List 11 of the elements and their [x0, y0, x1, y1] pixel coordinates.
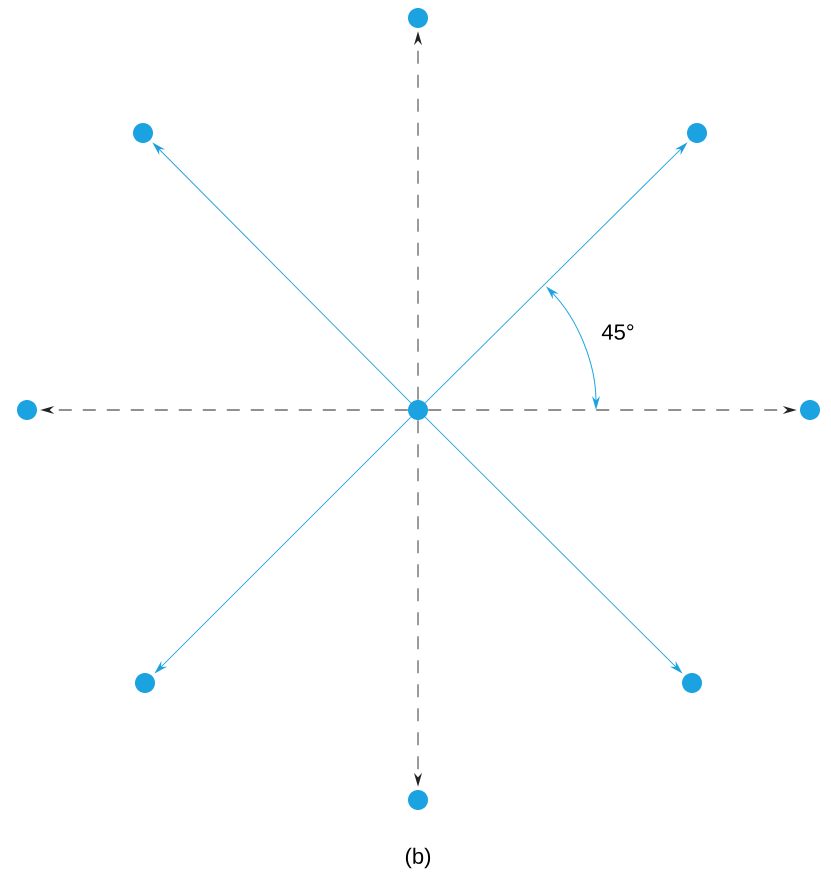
caption: (b)	[406, 848, 430, 868]
dot	[408, 790, 428, 810]
dot	[17, 400, 37, 420]
dot	[135, 673, 155, 693]
angle-label: 45°	[602, 324, 634, 340]
dot	[800, 400, 820, 420]
dot	[687, 123, 707, 143]
dot	[408, 8, 428, 28]
dot	[133, 123, 153, 143]
dot	[682, 673, 702, 693]
dot	[408, 400, 428, 420]
